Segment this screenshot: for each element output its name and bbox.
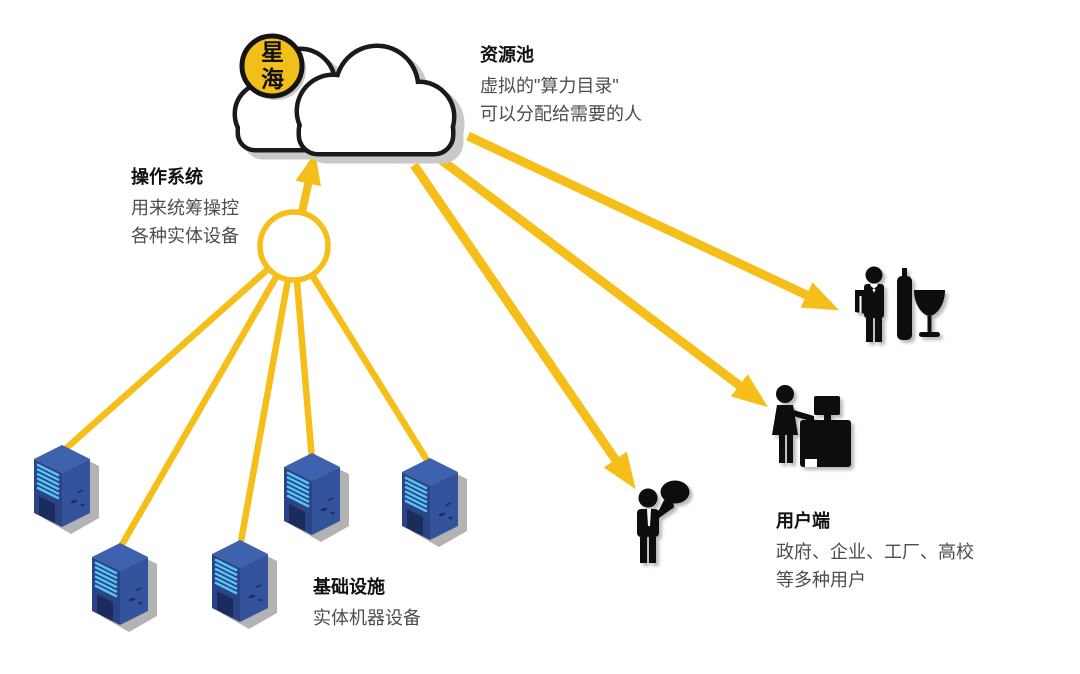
client-label: 用户端 政府、企业、工厂、高校 等多种用户 [776, 508, 974, 594]
resource-pool-line: 虚拟的"算力目录" [480, 76, 619, 96]
os-node-circle [257, 209, 331, 283]
infrastructure-line: 实体机器设备 [313, 608, 421, 628]
xinghai-badge-text: 星海 [261, 39, 284, 92]
arrow-to-waiter [466, 131, 840, 311]
os-to-cloud-arrow [295, 152, 321, 213]
server-icon [210, 538, 279, 631]
cloud-to-user-arrows [410, 131, 840, 490]
server-icon [400, 456, 469, 549]
client-line: 等多种用户 [776, 570, 866, 590]
cable-line [117, 244, 297, 550]
office-worker-desk-icon [772, 385, 851, 467]
cable-line [59, 243, 297, 455]
operating-system-title: 操作系统 [131, 167, 203, 187]
operating-system-label: 操作系统 用来统筹操控 各种实体设备 [131, 164, 239, 250]
server-icon [90, 541, 159, 634]
cable-line [236, 245, 298, 548]
resource-pool-title: 资源池 [480, 45, 534, 65]
os-to-server-cables [59, 243, 433, 550]
client-title: 用户端 [776, 511, 830, 531]
cable-line [291, 244, 433, 467]
operating-system-line: 用来统筹操控 [131, 198, 239, 218]
resource-pool-label: 资源池 虚拟的"算力目录" 可以分配给需要的人 [480, 42, 642, 128]
infrastructure-label: 基础设施 实体机器设备 [313, 574, 421, 632]
businessman-speech-icon [637, 480, 690, 563]
resource-pool-line: 可以分配给需要的人 [480, 104, 642, 124]
operating-system-line: 各种实体设备 [131, 226, 239, 246]
arrow-to-businessman [410, 162, 636, 490]
waiter-with-wine-icon [855, 266, 945, 342]
client-line: 政府、企业、工厂、高校 [776, 542, 974, 562]
server-icon [282, 451, 351, 544]
server-icon [32, 443, 101, 536]
infrastructure-title: 基础设施 [313, 577, 385, 597]
xinghai-logo-badge [239, 33, 306, 100]
arrow-to-office-worker [437, 155, 768, 408]
